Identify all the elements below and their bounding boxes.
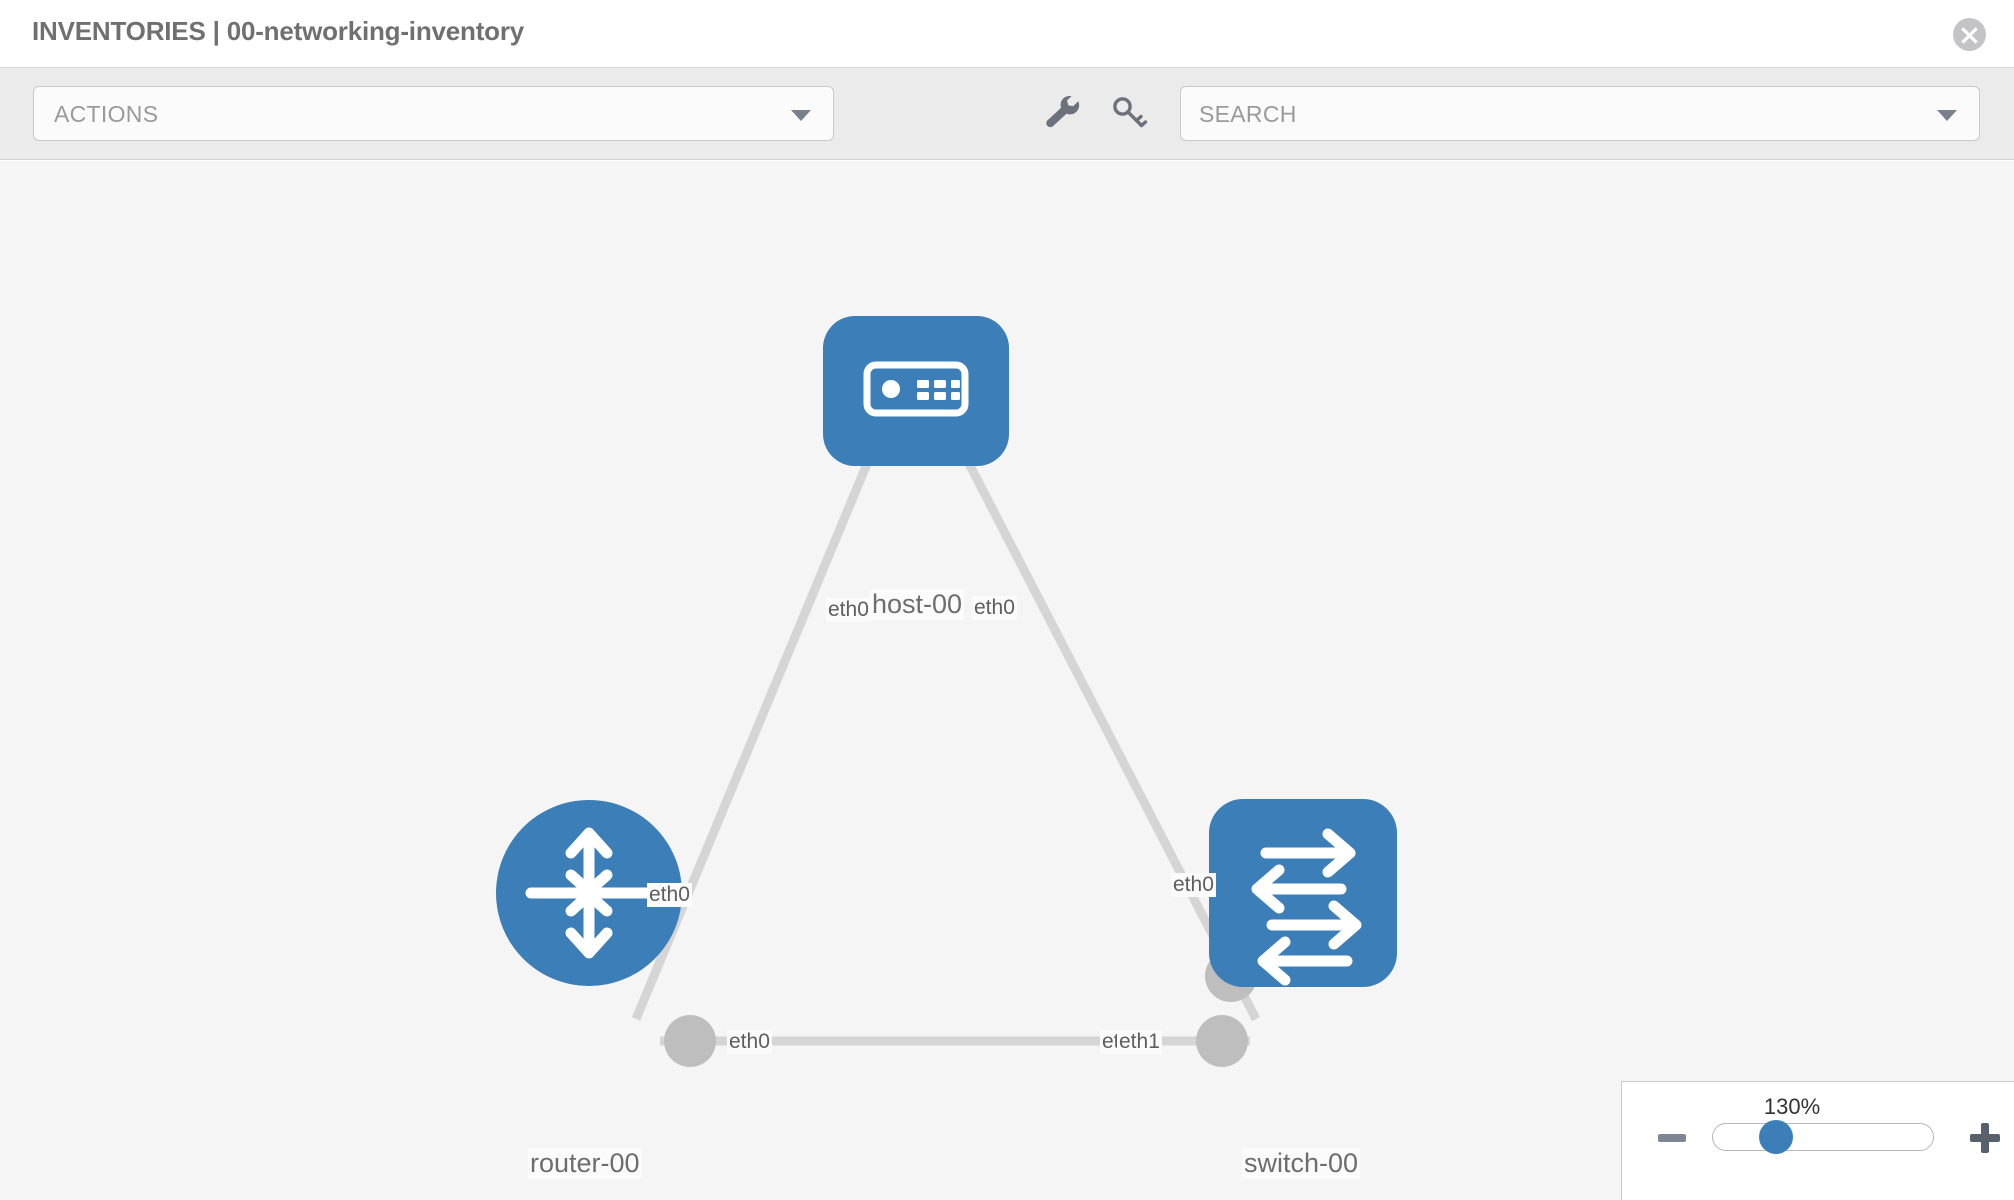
zoom-slider-thumb[interactable] xyxy=(1759,1120,1793,1154)
switch-arrows-icon xyxy=(1251,828,1362,986)
search-placeholder: SEARCH xyxy=(1199,101,1297,127)
node-label-host-00: host-00 xyxy=(870,589,965,620)
topology-graph xyxy=(496,316,1397,1067)
actions-dropdown-label: ACTIONS xyxy=(54,101,159,127)
page-title: INVENTORIES | 00-networking-inventory xyxy=(32,16,525,46)
topology-canvas[interactable]: eth0 eth0 eth0 eth0 eth0 eth eth1 host-0… xyxy=(0,161,2014,1200)
link-host00-switch00 xyxy=(944,420,1260,1022)
actions-dropdown[interactable]: ACTIONS xyxy=(33,86,834,141)
wrench-icon[interactable] xyxy=(1041,92,1083,134)
iface-label: eth0 xyxy=(647,883,692,907)
node-label-router-00: router-00 xyxy=(528,1148,642,1179)
page-header: INVENTORIES | 00-networking-inventory xyxy=(0,0,2014,68)
node-label-switch-00: switch-00 xyxy=(1242,1148,1361,1179)
node-router-00[interactable] xyxy=(496,800,682,986)
iface-label: eth0 xyxy=(1171,873,1216,897)
chevron-down-icon[interactable] xyxy=(1937,110,1957,121)
close-icon[interactable] xyxy=(1953,18,1986,51)
iface-label: eth0 xyxy=(826,598,871,622)
zoom-level-value: 130% xyxy=(1763,1094,1821,1119)
stub-router00-eth0 xyxy=(664,1015,716,1067)
iface-label: eth0 xyxy=(727,1030,772,1054)
zoom-control-panel: 130% xyxy=(1621,1081,2014,1200)
iface-label: eth0 xyxy=(972,596,1017,620)
topology-toolbar: ACTIONS SEARCH xyxy=(0,68,2014,160)
topology-links xyxy=(631,420,1260,1046)
search-input[interactable]: SEARCH xyxy=(1180,86,1980,141)
key-icon[interactable] xyxy=(1108,92,1150,134)
server-icon xyxy=(863,361,969,417)
iface-label: eth1 xyxy=(1117,1030,1162,1054)
zoom-in-button[interactable] xyxy=(1970,1123,2000,1153)
router-arrows-icon xyxy=(525,827,653,959)
stub-switch00-eth1 xyxy=(1196,1015,1248,1067)
zoom-out-button[interactable] xyxy=(1658,1134,1686,1142)
node-host-00[interactable] xyxy=(823,316,1009,466)
chevron-down-icon xyxy=(791,110,811,121)
zoom-slider-track[interactable] xyxy=(1712,1123,1934,1151)
node-switch-00[interactable] xyxy=(1209,799,1397,987)
